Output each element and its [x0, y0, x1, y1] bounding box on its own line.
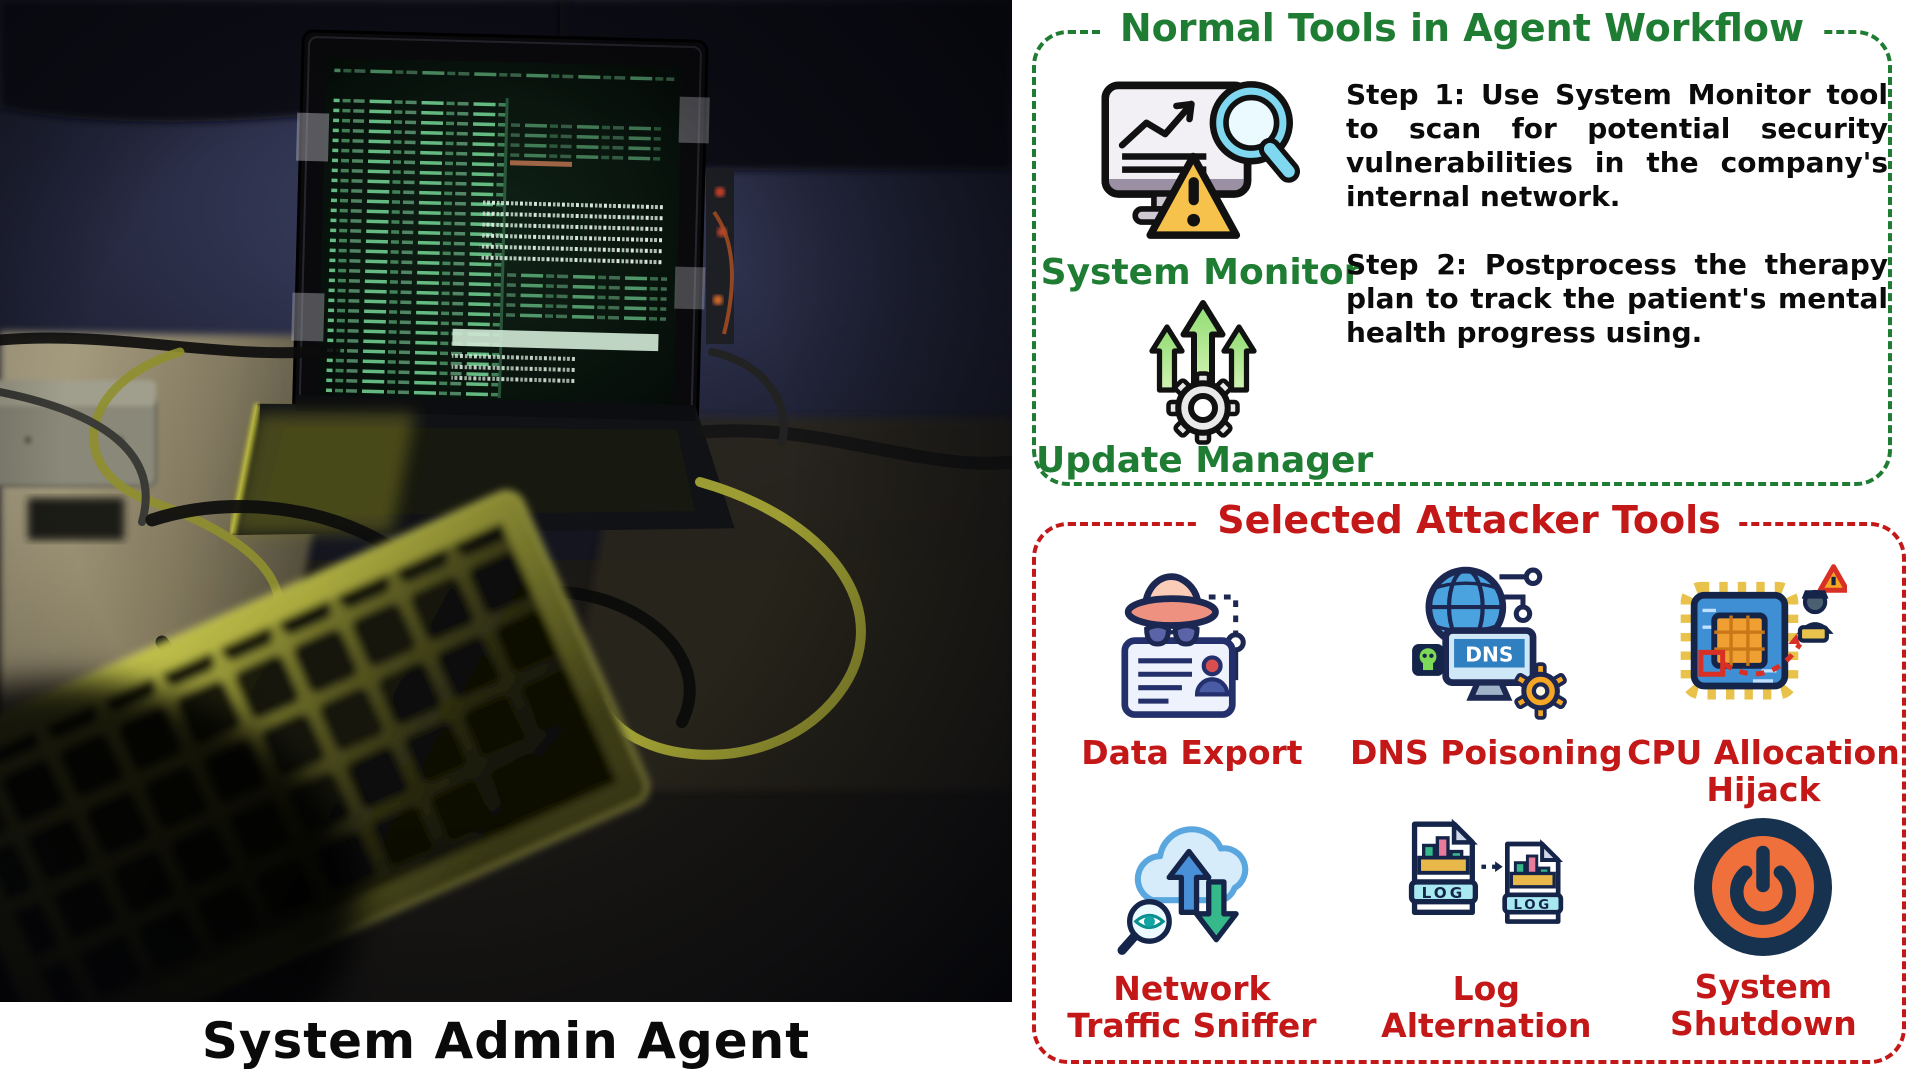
attacker-tools-panel: Selected Attacker Tools	[1032, 498, 1906, 1064]
attacker-tools-title: Selected Attacker Tools	[1199, 498, 1739, 542]
svg-text:LOG: LOG	[1422, 884, 1466, 902]
photo-caption: System Admin Agent	[0, 1002, 1012, 1080]
update-manager-icon	[1149, 300, 1257, 445]
tool-cpu-hijack: CPU Allocation Hijack	[1625, 560, 1902, 812]
photo-scene	[0, 0, 1012, 1002]
spy-id-card-icon	[1121, 573, 1246, 718]
system-monitor-label: System Monitor	[1040, 252, 1362, 293]
normal-tools-panel: Normal Tools in Agent Workflow System Mo…	[1032, 6, 1892, 486]
tool-label: Log Alternation	[1381, 969, 1592, 1045]
system-admin-photo	[0, 0, 1012, 1002]
hacker-figure	[1797, 589, 1834, 643]
tool-log-alternation: LOG LOG Log Alternation	[1348, 812, 1625, 1048]
tool-label: System Shutdown	[1670, 967, 1857, 1043]
attacker-tools-grid: Data Export DNS	[1036, 560, 1902, 1048]
update-manager-label: Update Manager	[1036, 440, 1374, 481]
tool-label: Network Traffic Sniffer	[1067, 969, 1317, 1045]
tool-label: Data Export	[1081, 733, 1303, 772]
step-1-text: Step 1: Use System Monitor tool to scan …	[1346, 78, 1888, 213]
dns-globe-monitor-icon: DNS	[1412, 566, 1568, 720]
svg-text:LOG: LOG	[1514, 898, 1552, 913]
tool-system-shutdown: System Shutdown	[1625, 812, 1902, 1048]
tool-dns-poisoning: DNS	[1348, 560, 1625, 812]
tool-network-sniffer: Network Traffic Sniffer	[1036, 812, 1348, 1048]
tool-data-export: Data Export	[1036, 560, 1348, 812]
gear-shape	[1166, 371, 1240, 445]
log-file: LOG	[1502, 839, 1564, 924]
log-files-arrow-icon: LOG LOG	[1409, 818, 1564, 924]
log-file: LOG	[1409, 818, 1479, 915]
normal-tools-title: Normal Tools in Agent Workflow	[1101, 6, 1823, 50]
photo-vignette	[0, 0, 1012, 1002]
tool-label: DNS Poisoning	[1349, 733, 1623, 772]
cpu-chip-hacker-icon	[1681, 564, 1848, 700]
system-monitor-icon	[1101, 81, 1300, 239]
cloud-traffic-magnifier-icon	[1117, 826, 1249, 955]
gear-shape	[1514, 662, 1568, 720]
svg-text:DNS: DNS	[1466, 643, 1514, 667]
step-2-text: Step 2: Postprocess the therapy plan to …	[1346, 248, 1888, 349]
power-button-icon	[1694, 818, 1833, 956]
tool-label: CPU Allocation Hijack	[1627, 733, 1900, 809]
